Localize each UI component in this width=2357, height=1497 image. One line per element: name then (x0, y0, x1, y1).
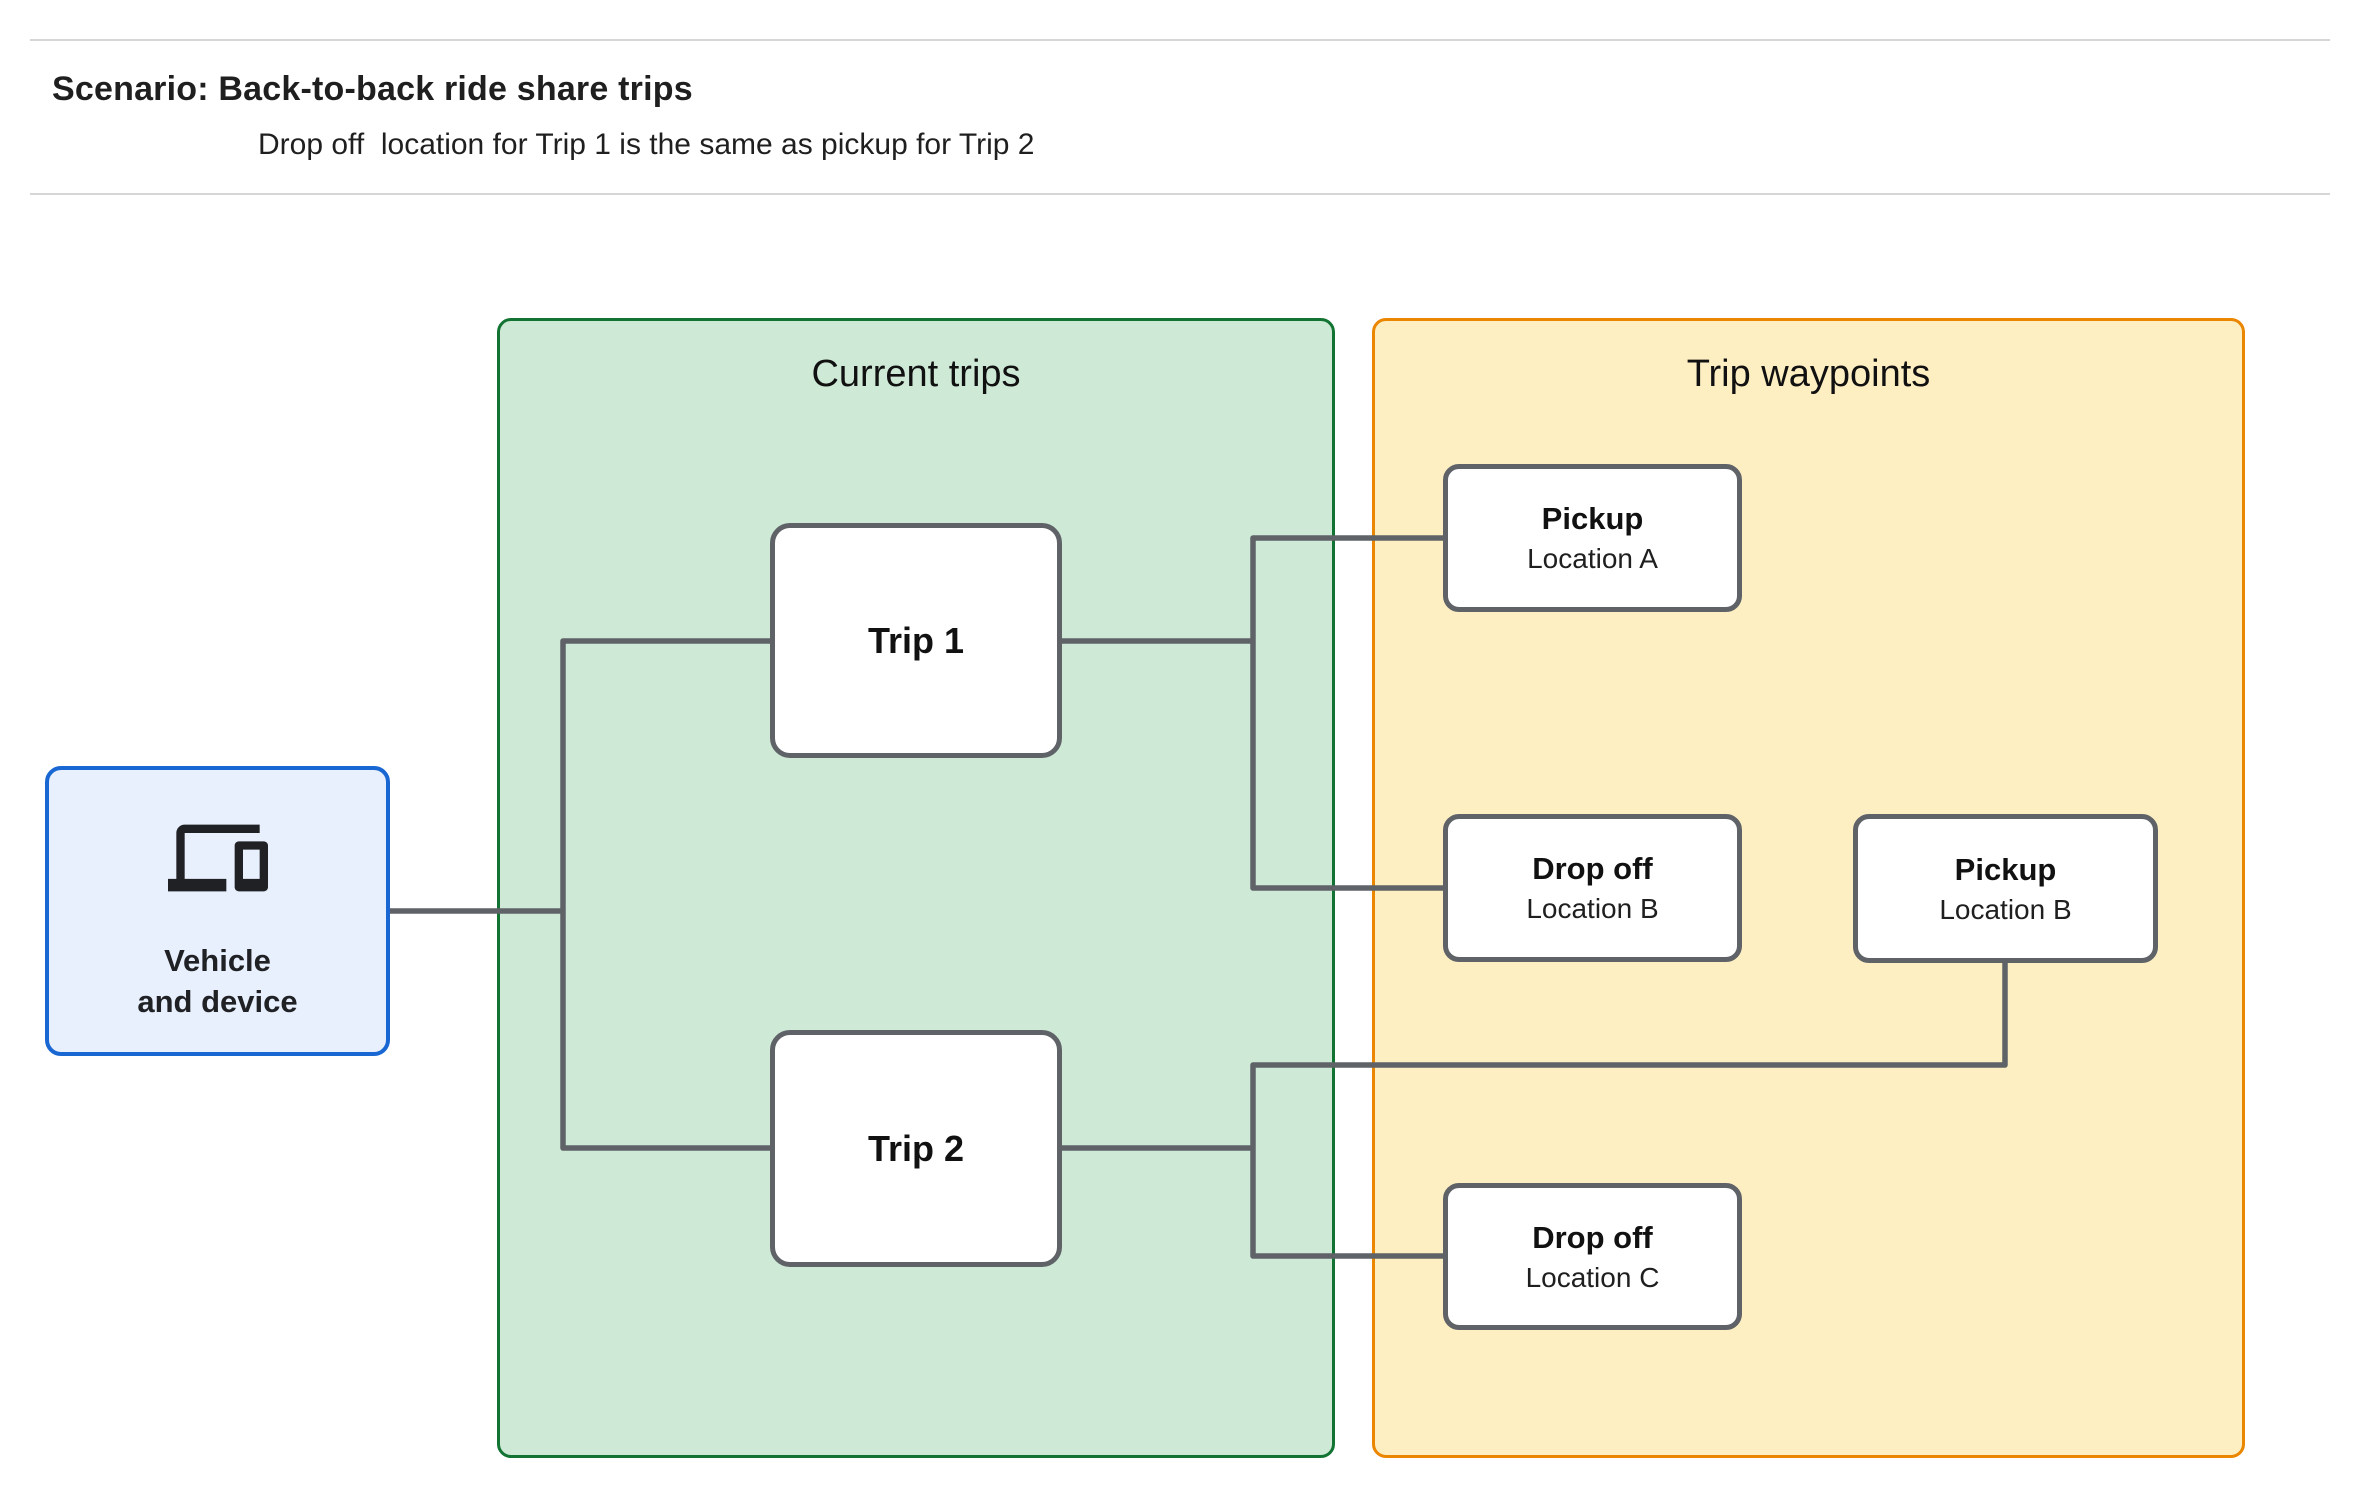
devices-icon (162, 808, 274, 913)
trip-waypoints-title: Trip waypoints (1686, 353, 1931, 395)
vehicle-node-label: Vehicle and device (137, 941, 297, 1023)
waypoint-title: Drop off (1532, 851, 1653, 886)
waypoint-subtitle: Location C (1525, 1261, 1660, 1293)
page-title: Scenario: Back-to-back ride share trips (52, 70, 693, 108)
trip-2-label: Trip 2 (867, 1127, 965, 1169)
waypoint-subtitle: Location A (1527, 543, 1658, 574)
waypoint-pickup-location-a: Pickup Location A (1443, 464, 1742, 612)
top-divider (30, 39, 2330, 41)
trip-2-node: Trip 2 (770, 1030, 1062, 1267)
trip-1-node: Trip 1 (770, 523, 1062, 758)
header-divider (30, 193, 2330, 195)
vehicle-label-line2: and device (137, 983, 298, 1019)
waypoint-title: Pickup (1954, 851, 2057, 887)
current-trips-title: Current trips (811, 353, 1021, 395)
vehicle-and-device-node: Vehicle and device (45, 766, 390, 1056)
page-subtitle: Drop off location for Trip 1 is the same… (258, 128, 1035, 161)
waypoint-title: Drop off (1532, 1219, 1653, 1255)
waypoint-dropoff-location-b: Drop off Location B (1443, 814, 1742, 962)
waypoint-dropoff-location-c: Drop off Location C (1443, 1183, 1742, 1330)
waypoint-subtitle: Location B (1526, 893, 1659, 924)
waypoint-subtitle: Location B (1939, 893, 2072, 925)
waypoint-pickup-location-b: Pickup Location B (1853, 814, 2158, 963)
trip-1-label: Trip 1 (867, 619, 965, 661)
waypoint-title: Pickup (1541, 501, 1644, 536)
current-trips-panel: Current trips (497, 318, 1335, 1458)
vehicle-label-line1: Vehicle (164, 943, 271, 978)
